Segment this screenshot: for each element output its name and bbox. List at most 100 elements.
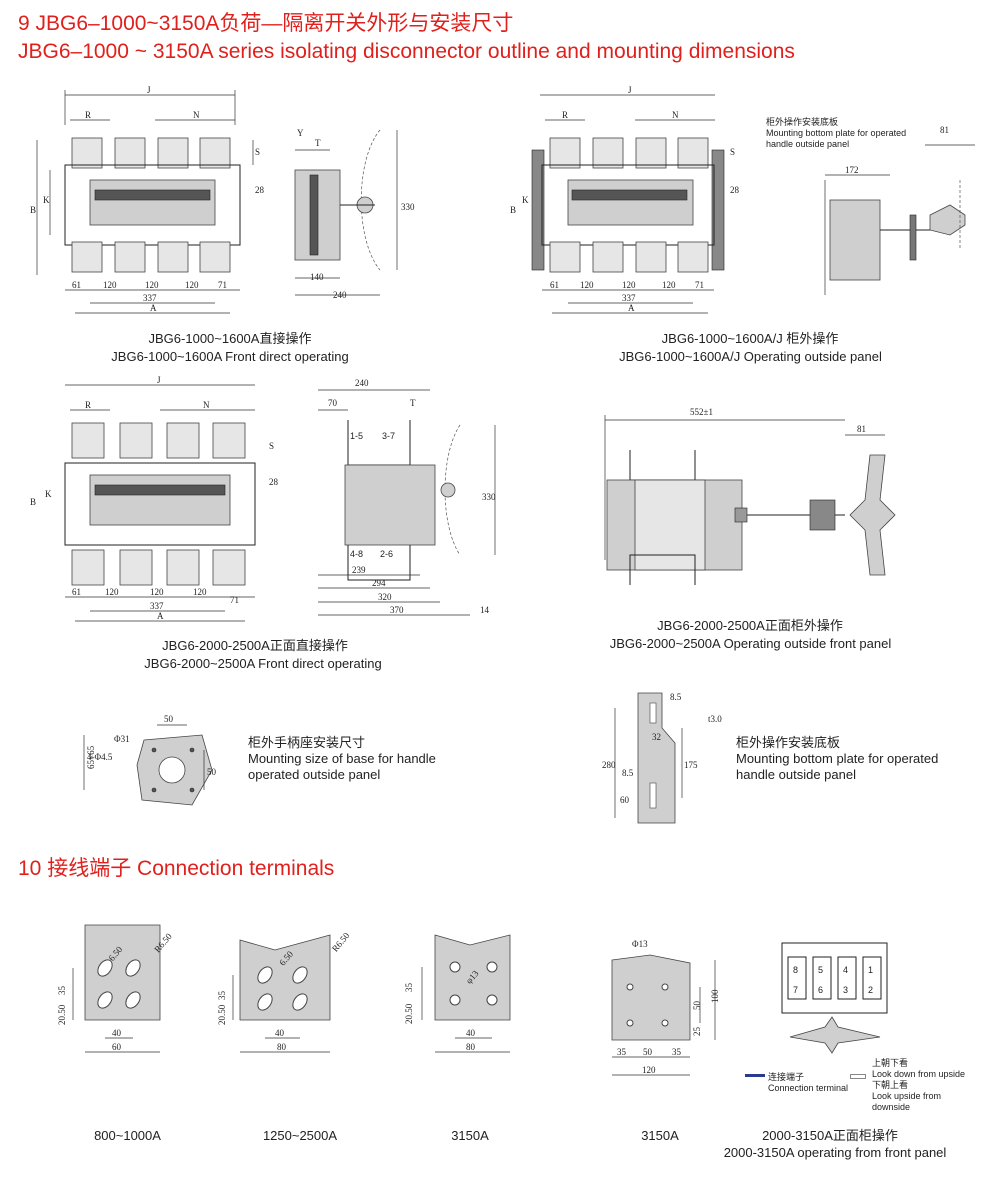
dim-32: 32 [652, 732, 661, 742]
num-bot-3: 3 [843, 985, 848, 995]
dim-330: 330 [401, 202, 415, 212]
dim-40b: 40 [275, 1028, 285, 1038]
legend-connection-swatch [745, 1074, 765, 1077]
fig2-note: 柜外操作安装底板 Mounting bottom plate for opera… [766, 117, 906, 150]
fig6-label-en1: Mounting bottom plate for operated [736, 751, 939, 766]
fig3-side-view: 240 70 T 1-5 3-7 4-8 2-6 330 239 294 320… [318, 378, 496, 616]
fig4-caption-cn: JBG6-2000-2500A正面柜外操作 [657, 618, 843, 633]
dim-28: 28 [255, 185, 265, 195]
terminal-3-caption: 3150A [451, 1128, 489, 1143]
dim-80c: 80 [466, 1042, 476, 1052]
dim-552: 552±1 [690, 407, 713, 417]
fig6-mounting-plate: 8.5 t3.0 32 280 175 8.5 60 [602, 692, 722, 824]
dim-65x65: 65×65 [86, 745, 96, 769]
dim-81: 81 [940, 125, 949, 135]
svg-text:120: 120 [193, 587, 207, 597]
num-bot-2: 6 [818, 985, 823, 995]
fig2-caption-cn: JBG6-1000~1600A/J 柜外操作 [661, 331, 839, 346]
terminal-1-caption: 800~1000A [94, 1128, 161, 1143]
dim-100: 100 [710, 989, 720, 1003]
svg-text:120: 120 [580, 280, 594, 290]
dim-240b: 240 [355, 378, 369, 388]
dim-A: A [150, 303, 157, 313]
svg-text:A: A [628, 303, 635, 313]
terminal-800-1000A: 6.50 R6.50 35 20.50 40 60 [57, 924, 174, 1053]
svg-text:K: K [522, 195, 529, 205]
dim-20-50c: 20.50 [404, 1003, 414, 1024]
fig3-caption-cn: JBG6-2000-2500A正面直接操作 [162, 638, 348, 653]
legend-lookup-en2: downside [872, 1102, 911, 1112]
fig2-note-cn: 柜外操作安装底板 [766, 117, 839, 127]
dim-60w: 60 [112, 1042, 122, 1052]
svg-text:N: N [203, 400, 210, 410]
dim-S: S [255, 147, 260, 157]
svg-text:N: N [672, 110, 679, 120]
dim-320: 320 [378, 592, 392, 602]
fig1-side-view: YT 330 140 240 [294, 128, 415, 300]
svg-text:B: B [30, 497, 36, 507]
legend-connection-en: Connection terminal [768, 1083, 849, 1093]
fig5-label-cn: 柜外手柄座安装尺寸 [248, 735, 366, 750]
dim-B: B [30, 205, 36, 215]
svg-text:28: 28 [730, 185, 740, 195]
legend-lookup-cn: 下朝上看 [872, 1080, 909, 1090]
dim-294: 294 [372, 578, 386, 588]
dim-120b: 120 [145, 280, 159, 290]
svg-text:B: B [510, 205, 516, 215]
terminal-3150A-a: φ13 35 20.50 40 80 [404, 934, 511, 1053]
svg-text:S: S [269, 441, 274, 451]
svg-text:71: 71 [695, 280, 704, 290]
term-3-7: 3-7 [382, 431, 395, 441]
dim-R: R [85, 110, 91, 120]
dim-holes: 4-Φ4.5 [87, 752, 113, 762]
dim-71: 71 [218, 280, 227, 290]
dim-20-50: 20.50 [57, 1004, 67, 1025]
svg-text:J: J [157, 375, 161, 385]
num-top-4: 1 [868, 965, 873, 975]
dim-T2: T [410, 398, 416, 408]
dim-35c: 35 [404, 983, 414, 993]
fig6-label-cn: 柜外操作安装底板 [736, 735, 841, 750]
terminal-2-caption: 1250~2500A [262, 1128, 338, 1143]
dim-50-right: 50 [207, 767, 217, 777]
legend-lookup-en1: Look upside from [872, 1091, 942, 1101]
dim-20-50b: 20.50 [217, 1004, 227, 1025]
legend-lookdown-cn: 上朝下看 [872, 1058, 909, 1068]
legend-lookdown-swatch [850, 1074, 866, 1079]
dim-80b: 80 [277, 1042, 287, 1052]
dim-40: 40 [112, 1028, 122, 1038]
svg-text:J: J [628, 85, 632, 95]
num-bot-1: 7 [793, 985, 798, 995]
terminal-5-caption-cn: 2000-3150A正面柜操作 [762, 1128, 898, 1143]
fig2-caption-en: JBG6-1000~1600A/J Operating outside pane… [619, 349, 882, 364]
fig2-note-en2: handle outside panel [766, 139, 850, 149]
dim-T: T [315, 138, 321, 148]
fig2-note-en1: Mounting bottom plate for operated [766, 128, 907, 138]
fig1-top-terminals [71, 137, 231, 169]
section-9-title-en: JBG6–1000 ~ 3150A series isolating disco… [18, 40, 795, 63]
dim-239: 239 [352, 565, 366, 575]
fig2-side-view: 81 172 [824, 125, 975, 295]
fig1-bottom-terminals [71, 241, 231, 273]
dim-172: 172 [845, 165, 859, 175]
fig5-label-en2: operated outside panel [248, 767, 381, 782]
dim-50h: 50 [643, 1047, 653, 1057]
dim-t3-0: t3.0 [708, 714, 722, 724]
dim-35d: 35 [617, 1047, 627, 1057]
terminal-4-caption: 3150A [641, 1128, 679, 1143]
dim-240: 240 [333, 290, 347, 300]
svg-text:120: 120 [622, 280, 636, 290]
fig4-side-view: 552±1 81 [604, 407, 896, 585]
svg-text:A: A [157, 611, 164, 621]
fig1-caption-en: JBG6-1000~1600A Front direct operating [111, 349, 349, 364]
section-10-title: 10 接线端子 Connection terminals [18, 857, 335, 880]
dim-8-5-top: 8.5 [670, 692, 682, 702]
svg-text:R: R [85, 400, 91, 410]
dim-phi13b: Φ13 [632, 939, 648, 949]
num-top-3: 4 [843, 965, 848, 975]
dim-120: 120 [642, 1065, 656, 1075]
dim-120c: 120 [185, 280, 199, 290]
dim-175: 175 [684, 760, 698, 770]
dim-8-5-bottom: 8.5 [622, 768, 634, 778]
